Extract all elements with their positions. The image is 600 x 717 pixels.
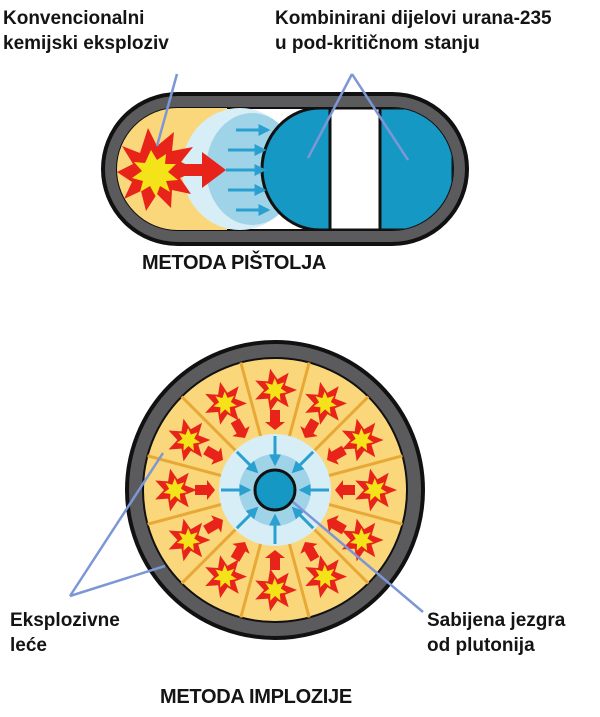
plutonium-core-label: Sabijena jezgra od plutonija <box>427 608 565 658</box>
blast-yellow-shape <box>263 378 287 401</box>
blast-arrow <box>300 542 320 562</box>
implosion-method-caption: METODA IMPLOZIJE <box>160 686 352 708</box>
blast-yellow-shape <box>363 478 387 501</box>
shockwave-arrow <box>235 506 259 530</box>
gun-blast-arrow <box>184 152 226 188</box>
implosion-method-device <box>125 340 425 640</box>
blast-arrow <box>327 445 347 465</box>
blast-arrow <box>203 445 223 465</box>
lens-blast <box>327 515 384 562</box>
blast-yellow-shape <box>213 391 237 415</box>
blast-yellow-shape <box>350 528 374 551</box>
blast-yellow-shape <box>313 564 337 588</box>
gun-blast-yellow <box>132 150 178 197</box>
blast-yellow-shape <box>176 428 201 451</box>
shockwave-arrow <box>291 450 315 474</box>
blast-yellow-shape <box>350 428 374 451</box>
lenses-label-line-1: Eksplozivne <box>10 610 120 631</box>
core-label-line-2: od plutonija <box>427 635 535 656</box>
lens-blast <box>327 418 384 465</box>
lenses-label-line-2: leće <box>10 635 47 656</box>
implosion-shockwave-arrows <box>221 436 329 544</box>
blast-arrow <box>335 480 355 500</box>
gun-method-device <box>101 92 469 246</box>
blast-arrow <box>327 515 347 535</box>
explosive-label-line-2: kemijski eksploziv <box>3 33 169 54</box>
lens-blast <box>255 550 297 612</box>
plutonium-core <box>253 468 297 512</box>
blast-arrow <box>230 418 250 438</box>
core-label-line-1: Sabijena jezgra <box>427 610 566 631</box>
uranium-label-line-1: Kombinirani dijelovi urana-235 <box>275 8 552 29</box>
lens-blast <box>205 381 250 438</box>
lens-blast <box>168 515 223 562</box>
blast-arrow <box>300 418 320 438</box>
gun-method-caption: METODA PIŠTOLJA <box>142 252 327 274</box>
blast-arrow <box>195 480 215 500</box>
blast-yellow-shape <box>213 564 237 588</box>
lens-blast <box>155 468 215 512</box>
blast-yellow-shape <box>163 478 187 501</box>
uranium-label-line-2: u pod-kritičnom stanju <box>275 33 480 54</box>
gun-shockwave-arrows <box>226 124 271 216</box>
blast-arrow <box>230 542 250 562</box>
blast-yellow-shape <box>263 578 287 601</box>
implosion-pointer-lines <box>68 452 424 613</box>
explosive-label-line-1: Konvencionalni <box>3 8 145 29</box>
lens-blast <box>255 368 297 430</box>
gun-pointer-lines <box>155 73 410 161</box>
shockwave-arrow <box>235 450 259 474</box>
lens-blast <box>300 381 347 438</box>
explosive-lens-blasts <box>155 368 397 612</box>
lens-blast <box>205 542 250 599</box>
lens-blast <box>335 468 397 512</box>
shockwave-arrow <box>291 506 315 530</box>
lens-blast <box>168 418 223 465</box>
lens-blast <box>300 542 347 599</box>
explosive-lenses-label: Eksplozivne leće <box>10 608 120 658</box>
gun-gap <box>328 108 382 230</box>
blast-arrow <box>203 515 223 535</box>
blast-yellow-shape <box>176 528 201 551</box>
uranium-label: Kombinirani dijelovi urana-235 u pod-kri… <box>275 6 552 56</box>
blast-yellow-shape <box>313 391 337 415</box>
blast-arrow <box>265 410 285 430</box>
blast-arrow <box>265 550 285 570</box>
explosive-label: Konvencionalni kemijski eksploziv <box>3 6 169 56</box>
